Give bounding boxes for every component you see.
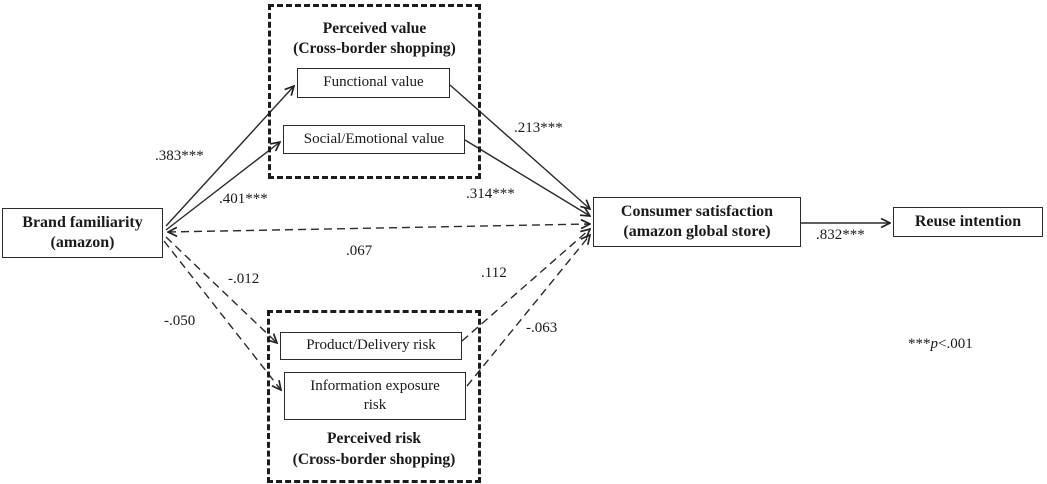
coef-bf-to-social: .401*** [219, 191, 268, 207]
perceived-risk-subtitle-line: (Cross-border shopping) [292, 450, 456, 468]
product-delivery-risk-title: Product/Delivery risk [306, 337, 436, 354]
arrow-bf-to-satisfaction-dashed [168, 224, 590, 232]
node-consumer-satisfaction: Consumer satisfaction (amazon global sto… [593, 197, 801, 247]
note-p-symbol: p [930, 336, 939, 352]
coef-functional-to-satisfaction: .213*** [514, 120, 563, 136]
consumer-satisfaction-title: Consumer satisfaction [620, 202, 774, 220]
arrow-social-emotional-value-to-satisfaction [464, 139, 590, 216]
perceived-value-title-line: Perceived value [322, 20, 427, 37]
node-social-emotional-value: Social/Emotional value [283, 125, 465, 154]
arrow-bf-to-social-emotional-value [165, 142, 280, 231]
coef-bf-to-product-risk: -.012 [228, 271, 260, 287]
coef-bf-to-satisfaction: .067 [346, 243, 373, 259]
coef-satisfaction-to-reuse: .832*** [816, 227, 865, 243]
functional-value-title: Functional value [323, 74, 424, 91]
perceived-risk-group-title: Perceived risk (Cross-border shopping) [270, 429, 478, 470]
node-product-delivery-risk: Product/Delivery risk [280, 332, 462, 360]
node-brand-familiarity: Brand familiarity (amazon) [2, 208, 163, 258]
coef-bf-to-functional: .383*** [155, 148, 204, 164]
information-exposure-risk-title: Information exposure risk [310, 377, 440, 413]
perceived-value-group: Perceived value (Cross-border shopping) [268, 4, 481, 179]
coef-info-risk-to-satisfaction: -.063 [526, 320, 558, 336]
node-functional-value: Functional value [297, 68, 450, 98]
arrow-product-delivery-risk-to-satisfaction-dashed [461, 229, 590, 342]
coef-product-risk-to-satisfaction: .112 [481, 265, 507, 281]
perceived-value-subtitle-line: (Cross-border shopping) [293, 40, 456, 58]
node-reuse-intention: Reuse intention [893, 207, 1043, 237]
arrow-bf-to-information-exposure-risk-dashed [163, 240, 281, 390]
node-information-exposure-risk: Information exposure risk [284, 372, 466, 420]
consumer-satisfaction-subtitle: (amazon global store) [623, 223, 771, 240]
perceived-risk-title-line: Perceived risk [327, 430, 421, 448]
perceived-risk-group: Perceived risk (Cross-border shopping) [267, 310, 481, 483]
social-emotional-value-title: Social/Emotional value [303, 130, 445, 147]
arrow-information-exposure-risk-to-satisfaction-dashed [466, 235, 590, 387]
perceived-value-group-title: Perceived value (Cross-border shopping) [271, 19, 478, 60]
brand-familiarity-subtitle: (amazon) [50, 234, 115, 251]
brand-familiarity-title: Brand familiarity [22, 213, 143, 231]
note-stars: *** [908, 336, 931, 352]
coef-bf-to-info-risk: -.050 [164, 313, 196, 329]
significance-note: ***p<.001 [908, 336, 973, 353]
reuse-intention-title: Reuse intention [914, 212, 1022, 230]
arrow-functional-value-to-satisfaction [449, 84, 590, 209]
note-threshold: <.001 [938, 336, 973, 352]
coef-social-to-satisfaction: .314*** [466, 186, 515, 202]
arrow-bf-to-functional-value [165, 86, 294, 227]
